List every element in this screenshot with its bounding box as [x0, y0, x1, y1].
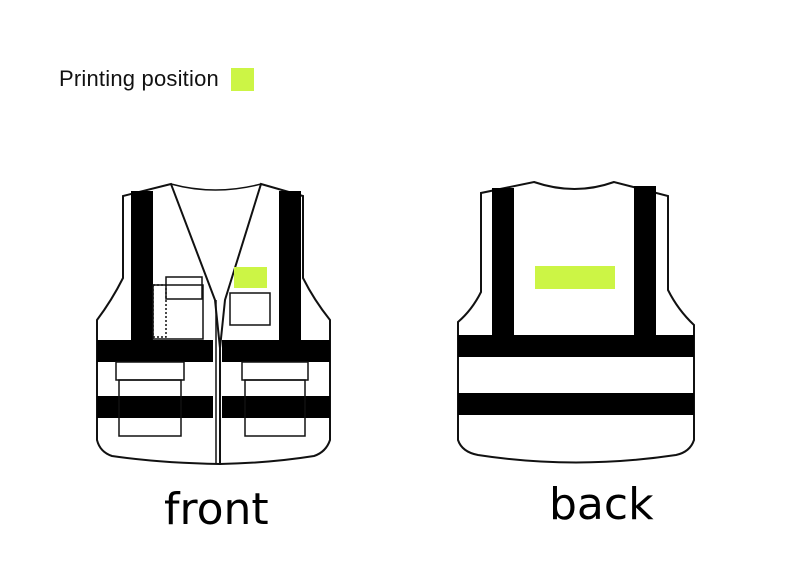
front-right-panel	[219, 182, 331, 466]
front-lower-right-stripe	[222, 396, 330, 418]
back-lower-stripe	[458, 393, 694, 415]
front-right-chest-pocket	[229, 292, 271, 326]
caption-front: front	[164, 484, 269, 535]
front-left-vertical-stripe	[131, 191, 153, 341]
front-left-chest-pocket	[165, 276, 203, 300]
front-left-panel	[96, 182, 221, 466]
back-left-vertical-stripe	[492, 188, 514, 338]
front-left-lower-pocket	[118, 379, 182, 437]
front-vest	[96, 182, 331, 466]
front-neck-line	[170, 183, 262, 191]
front-right-vertical-stripe	[279, 191, 301, 341]
legend-label: Printing position	[59, 66, 219, 91]
front-upper-left-stripe	[97, 340, 213, 362]
front-print-area	[234, 267, 267, 288]
legend: Printing position	[59, 66, 254, 92]
back-vest	[457, 180, 695, 464]
front-lower-left-stripe	[97, 396, 213, 418]
back-print-area	[535, 266, 615, 289]
back-right-vertical-stripe	[634, 186, 656, 338]
back-upper-stripe	[458, 335, 694, 357]
legend-swatch	[230, 67, 254, 91]
front-upper-right-stripe	[222, 340, 330, 362]
front-right-lower-pocket	[244, 379, 306, 437]
front-left-chest-pocket-body	[152, 284, 204, 340]
caption-back: back	[549, 479, 654, 530]
